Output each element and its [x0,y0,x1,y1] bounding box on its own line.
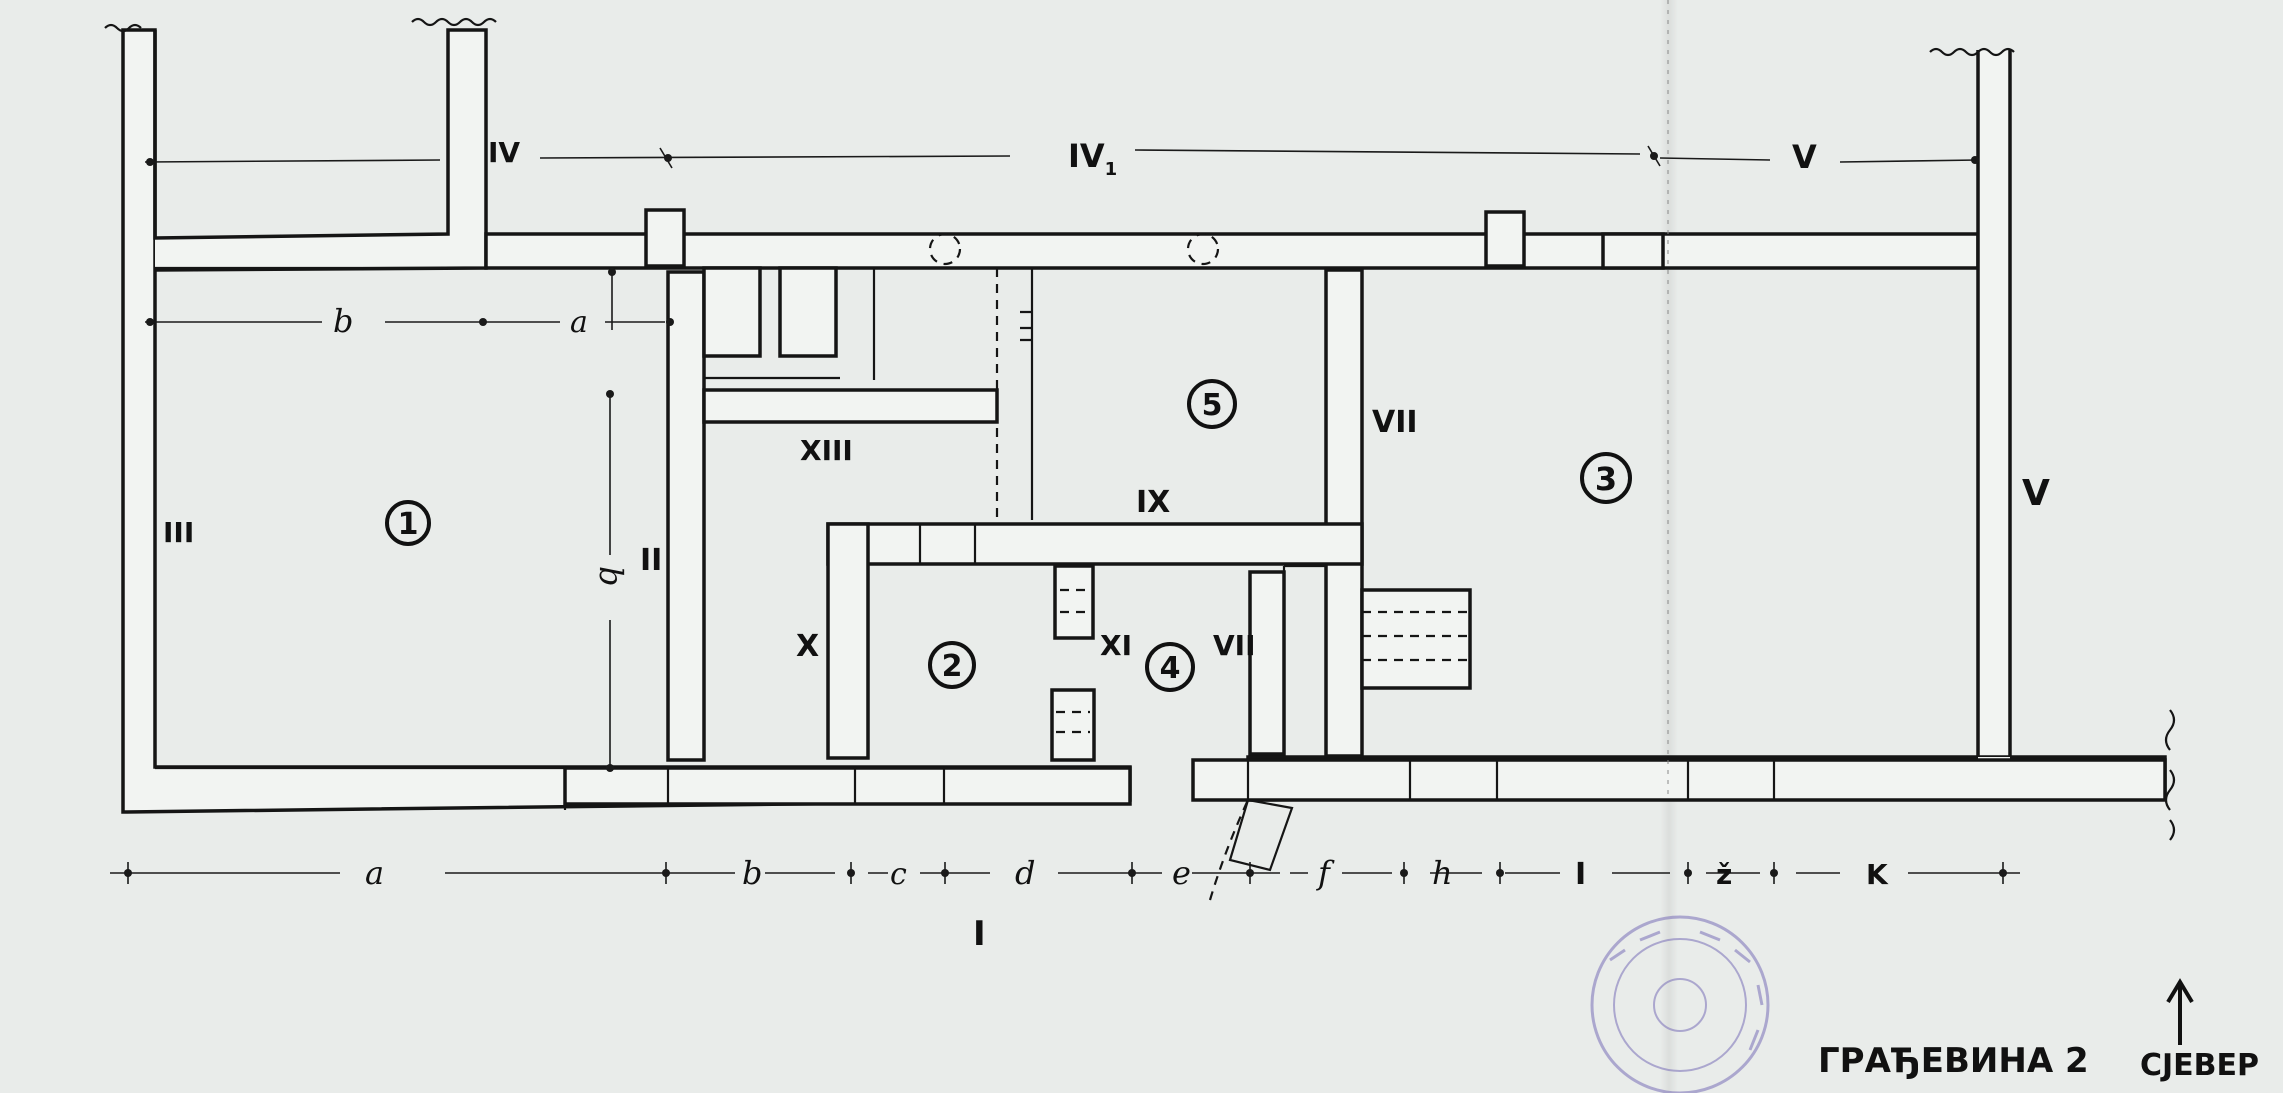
wall-label-VII-lower: VII [1213,629,1256,662]
dimension-chain-ticks [124,862,2007,884]
threshold-block-2 [1050,688,1096,762]
dim-letter-top-b: b [333,302,353,340]
wall-nw-stub [153,28,488,272]
wall-XIII [702,388,999,424]
dim-letter-a: a [365,854,384,892]
official-stamp-icon [1590,915,1770,1093]
wall-X [826,522,870,760]
room-number-3: 3 [1580,452,1632,504]
dim-letter-I: I [1575,857,1586,892]
dim-letter-h: h [1432,854,1453,892]
pilaster-1 [644,208,686,268]
column-base-2 [1186,232,1220,266]
dim-letter-c: c [890,857,907,892]
wall-VII-lower [1248,570,1286,756]
drawing-title: ГРАЂЕВИНА 2 [1818,1041,2089,1081]
wall-label-I: I [973,914,986,954]
wall-VII-upper [1324,268,1364,758]
wall-IX [826,522,1364,566]
dim-letter-e: e [1172,854,1191,892]
wall-label-IV1-sub: 1 [1105,159,1118,180]
wall-south-west [563,766,1132,806]
wall-east [1976,50,2012,759]
wall-label-IX: IX [1136,485,1170,520]
wall-label-IV: IV [488,136,520,169]
paper-fold [1660,0,1678,1093]
dim-letter-top-a: a [570,305,588,340]
wall-label-II: II [640,543,662,578]
dim-letter-f: f [1316,854,1335,892]
wall-north [484,232,1980,270]
room-number-2: 2 [928,641,976,689]
cell-1 [702,266,762,358]
door-swing-arc [1208,799,1249,901]
dimension-line-top [144,149,1979,163]
svg-text:3: 3 [1595,460,1617,498]
wall-label-IV1-main: IV [1068,137,1105,175]
stair-treads [1362,610,1470,662]
dim-letter-K: K [1866,858,1889,891]
wall-label-III: III [163,516,194,549]
room-number-5: 5 [1187,379,1237,429]
break-marks-right [2164,709,2176,841]
dim-letter-d: d [1015,854,1035,892]
room-number-4: 4 [1145,642,1195,692]
svg-text:1: 1 [398,507,419,542]
entrance-door [1228,798,1294,872]
break-marks-top [104,17,2015,57]
threshold-2-dashes [1056,710,1090,734]
wall-label-IV1: IV1 [1068,137,1117,180]
wall-south-east [1191,758,2167,802]
wall-label-X: X [796,629,819,664]
staircase [1360,588,1472,690]
wall-label-XIII: XIII [800,434,853,467]
wall-south-east-joints [1246,760,1776,800]
north-label: СЈЕВЕР [2140,1048,2259,1083]
threshold-block-1 [1053,564,1095,640]
dim-letter-b: b [742,854,762,892]
threshold-1-dashes [1060,588,1088,614]
room-number-1: 1 [385,500,431,546]
svg-text:2: 2 [942,649,963,684]
wall-south-west-joints [666,768,946,804]
wall-IX-joints [918,524,977,564]
svg-text:5: 5 [1202,388,1223,423]
pilaster-2 [1484,210,1526,268]
pilaster-3 [1601,232,1665,270]
wall-label-XI: XI [1100,629,1132,662]
wall-label-V-right: V [2022,473,2050,514]
step-marks [1020,310,1032,342]
wall-II [666,270,706,762]
dim-letter-zh: ž [1716,858,1732,891]
column-base-1 [928,232,962,266]
wall-label-VII-upper: VII [1372,405,1418,440]
cell-2 [778,266,838,358]
dim-letter-side-b: b [592,566,630,586]
wall-VII-lower-edge [1282,564,1326,754]
svg-text:4: 4 [1160,651,1181,686]
north-arrow-icon [2166,978,2194,1045]
wall-label-V-top: V [1792,138,1817,176]
dimension-ticks-top [659,145,1661,169]
